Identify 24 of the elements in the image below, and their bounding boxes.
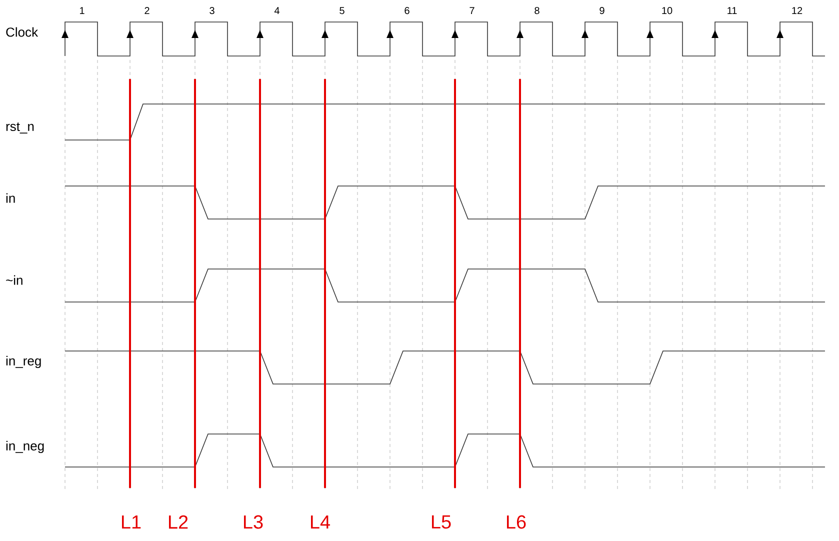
- marker-label: L6: [506, 515, 526, 529]
- marker-label: L4: [311, 515, 330, 529]
- marker-label: L2: [169, 515, 188, 529]
- marker-label: L3: [244, 515, 263, 529]
- signal-name: in_reg: [6, 356, 41, 368]
- marker-label: L1: [122, 515, 141, 529]
- cycle-number: 10: [662, 7, 672, 14]
- marker-label: L5: [432, 515, 451, 529]
- signal-name: in_neg: [6, 440, 44, 454]
- cycle-number: 5: [340, 7, 344, 14]
- cycle-number: 8: [534, 7, 540, 14]
- cycle-number: 3: [210, 7, 214, 14]
- signal-name: ~in: [6, 275, 22, 285]
- cycle-number: 6: [404, 7, 410, 14]
- signal-name: Clock: [6, 27, 38, 37]
- cycle-number: 2: [144, 7, 150, 14]
- cycle-number: 7: [470, 7, 474, 14]
- signal-name: in: [6, 193, 15, 203]
- cycle-number: 1: [80, 7, 84, 14]
- cycle-number: 11: [728, 7, 737, 14]
- cycle-number: 12: [792, 7, 802, 14]
- cycle-number: 9: [600, 7, 604, 14]
- signal-name: rst_n: [6, 122, 34, 134]
- cycle-number: 4: [274, 7, 280, 14]
